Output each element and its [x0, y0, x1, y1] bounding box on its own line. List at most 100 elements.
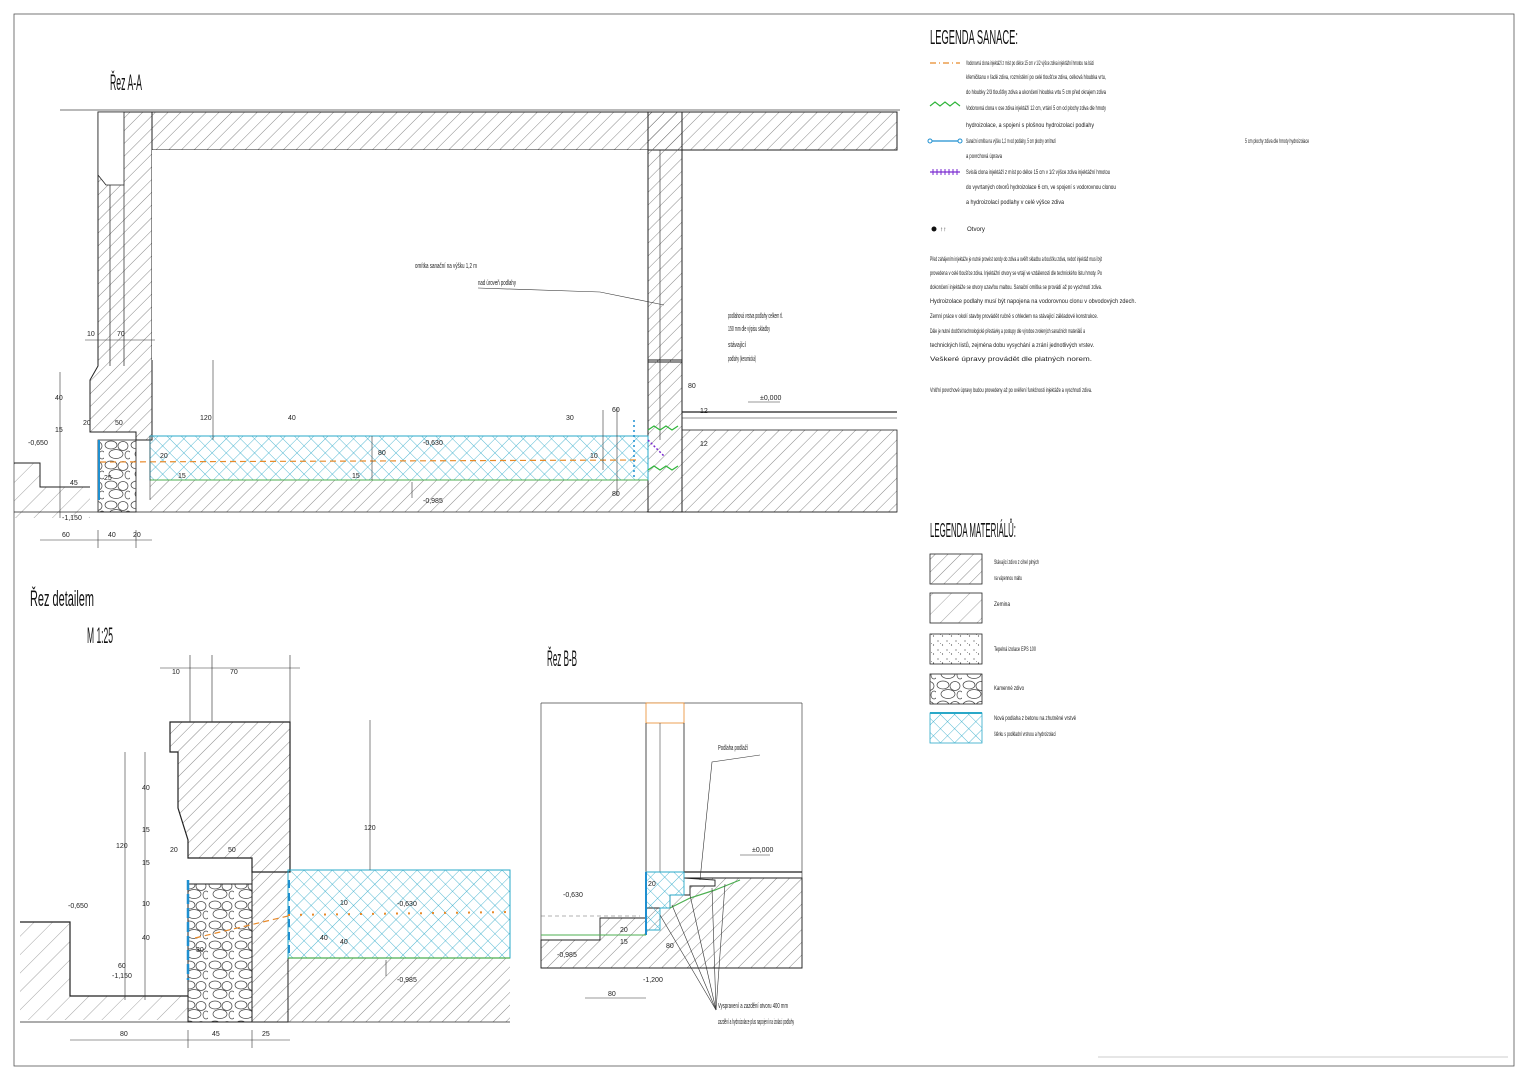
- aa-dim-15: 15: [55, 427, 63, 434]
- aa-dim-12b: 12: [700, 441, 708, 448]
- bb-dim-20a: 20: [648, 881, 656, 888]
- legend-swatch-soil: [929, 592, 983, 624]
- aa-dim-10: 10: [87, 331, 95, 338]
- note-line-1: Před zahájením injektáže je nutné provés…: [930, 256, 1102, 263]
- note-line-2: provedena v celé tloušťce zdiva. Injektá…: [930, 270, 1102, 277]
- aa-dim-80b: 80: [612, 491, 620, 498]
- detail-dim-15b: 15: [142, 860, 150, 867]
- aa-dim-15b: 15: [178, 473, 186, 480]
- detail-dim-80: 80: [120, 1031, 128, 1038]
- detail-dim-10c: 10: [340, 900, 348, 907]
- aa-dim-50: 50: [115, 420, 123, 427]
- aa-dimension-lines: [40, 339, 618, 548]
- legend-sanace: LEGENDA SANACE: Vodorovná clona injektáž…: [927, 27, 1309, 233]
- legend-swatch-new-floor: [929, 712, 983, 744]
- legend-mat-4-l1: Kamenné zdivo: [994, 685, 1024, 692]
- legend-mat-3-l1: Tepelná izolace EPS 100: [994, 646, 1036, 653]
- detail-dim-120: 120: [116, 843, 128, 850]
- aa-dim-15c: 15: [352, 473, 360, 480]
- detail-dim-70: 70: [230, 669, 238, 676]
- aa-level-m1150: -1,150: [62, 515, 82, 522]
- detail-dim-40b: 40: [142, 935, 150, 942]
- aa-dim-30: 30: [566, 415, 574, 422]
- detail-dim-30: 30: [196, 947, 204, 954]
- detail-dim-25: 25: [262, 1031, 270, 1038]
- detail-dim-120b: 120: [364, 825, 376, 832]
- bb-dim-20b: 20: [620, 927, 628, 934]
- legend-materialy: LEGENDA MATERIÁLŮ: Stávající zdivo z cih…: [929, 518, 1076, 744]
- note-line-7: technických listů, zejména dobu vysychán…: [930, 341, 1094, 349]
- aa-dim-10b: 10: [590, 453, 598, 460]
- section-bb: Řez B-B Podlaha podlaží ±0,000 -0,630 -0…: [540, 646, 803, 1026]
- aa-dim-40c: 40: [288, 415, 296, 422]
- note-line-4: Hydroizolace podlahy musí být napojena n…: [930, 298, 1136, 305]
- bb-level-m630: -0,630: [563, 892, 583, 899]
- aa-level-0: ±0,000: [760, 395, 781, 402]
- detail-level-m650: -0,650: [68, 903, 88, 910]
- bb-callout-bottom-1: Vyspravení a zazdění otvoru 400 mm: [718, 1003, 788, 1010]
- legend-sanace-item4-l3: a hydroizolací podlahy v celé výšce zdiv…: [966, 199, 1064, 206]
- aa-dim-45: 45: [70, 480, 78, 487]
- section-detail: Řez detailem M 1:25 -0,650 -1,150 -0,985…: [20, 586, 511, 1048]
- bb-level-m1200: -1,200: [643, 977, 663, 984]
- aa-dim-20: 20: [83, 420, 91, 427]
- legend-swatch-masonry: [929, 553, 983, 585]
- section-aa: Řez A-A: [14, 70, 900, 548]
- note-label: Otvory: [967, 226, 986, 233]
- section-detail-title: Řez detailem: [30, 586, 94, 611]
- detail-dimension-lines: [70, 667, 371, 1048]
- note-line-6: Dále je nutné dodržet technologické přes…: [930, 327, 1085, 335]
- detail-dim-40c: 40: [320, 935, 328, 942]
- aa-dim-20c: 20: [160, 453, 168, 460]
- legend-sanace-item4-l2: do vyvrtaných otvorů hydroizolace 6 cm, …: [966, 183, 1116, 191]
- section-bb-title: Řez B-B: [547, 646, 577, 671]
- aa-dim-60: 60: [62, 532, 70, 539]
- aa-dim-80: 80: [688, 383, 696, 390]
- sheet-border: [13, 13, 1515, 1067]
- legend-mat-1-l2: na vápennou maltu: [994, 575, 1022, 582]
- aa-callout-2-line1: podlahová vrstva podlahy celkem tl.: [728, 313, 783, 320]
- detail-dim-50: 50: [228, 847, 236, 854]
- aa-dim-60b: 60: [612, 407, 620, 414]
- legend-sanace-item2-l2: hydroizolace, a spojení s plošnou hydroi…: [966, 122, 1095, 129]
- detail-new-floor: [287, 869, 511, 959]
- aa-callout-2-line2: 150 mm dle výpisu skladby: [728, 326, 770, 333]
- aa-callout-1a: omítka sanační na výšku 1,2 m: [415, 263, 477, 270]
- detail-stone: [187, 883, 253, 1023]
- aa-level-m985: -0,985: [423, 498, 443, 505]
- detail-dim-10: 10: [172, 669, 180, 676]
- aa-callout-2-line4: podlahy (keramická): [728, 356, 756, 363]
- legend-sanace-item1-l3: do hloubky 2/3 tloušťky zdiva a ukončení…: [966, 89, 1106, 96]
- detail-dim-15: 15: [142, 827, 150, 834]
- legend-green-zigzag: [929, 101, 961, 107]
- detail-level-m985: -0,985: [397, 977, 417, 984]
- detail-dim-45: 45: [212, 1031, 220, 1038]
- aa-callout-2-line3: stávající: [728, 342, 746, 349]
- aa-dim-40: 40: [55, 395, 63, 402]
- aa-dim-12a: 12: [700, 408, 708, 415]
- bb-callout-top: Podlaha podlaží: [718, 745, 748, 752]
- detail-wall: [169, 721, 291, 873]
- bb-callout-bottom-2: zazdění a hydroizolace plus napojení na …: [718, 1019, 794, 1026]
- legend-swatch-stone: [929, 673, 983, 705]
- legend-sanace-item3-l1: Sanační omítka na výšku 1,2 m od podlahy…: [966, 138, 1056, 145]
- detail-level-m1150: -1,150: [112, 973, 132, 980]
- aa-dim-40b: 40: [108, 532, 116, 539]
- legend-sanace-item3-l2: a povrchová úprava: [966, 153, 1002, 160]
- aa-injection-line: [99, 459, 641, 463]
- aa-ceiling: [151, 111, 898, 151]
- legend-sanace-stray: 5 cm plochy zdiva dle hmoty hydroizolace: [1245, 138, 1309, 145]
- legend-materialy-title: LEGENDA MATERIÁLŮ:: [930, 518, 1016, 542]
- aa-level-m650: -0,650: [28, 440, 48, 447]
- svg-text:↑↑: ↑↑: [940, 226, 947, 233]
- legend-sanace-item4-l1: Svislá clona injektáží z míst po délce 1…: [966, 169, 1110, 176]
- section-aa-title: Řez A-A: [110, 70, 142, 95]
- detail-level-m630: -0,630: [397, 901, 417, 908]
- aa-dim-25: 25: [104, 475, 112, 482]
- legend-sanace-item1-l2: křemičitanu v řadě zdiva, rozmístění po …: [966, 74, 1106, 81]
- note-line-9: Vnitřní povrchové úpravy budou provedeny…: [930, 387, 1092, 394]
- legend-dot-icon: [931, 226, 937, 232]
- aa-dim-80c: 80: [378, 450, 386, 457]
- legend-swatch-insulation: [929, 633, 983, 665]
